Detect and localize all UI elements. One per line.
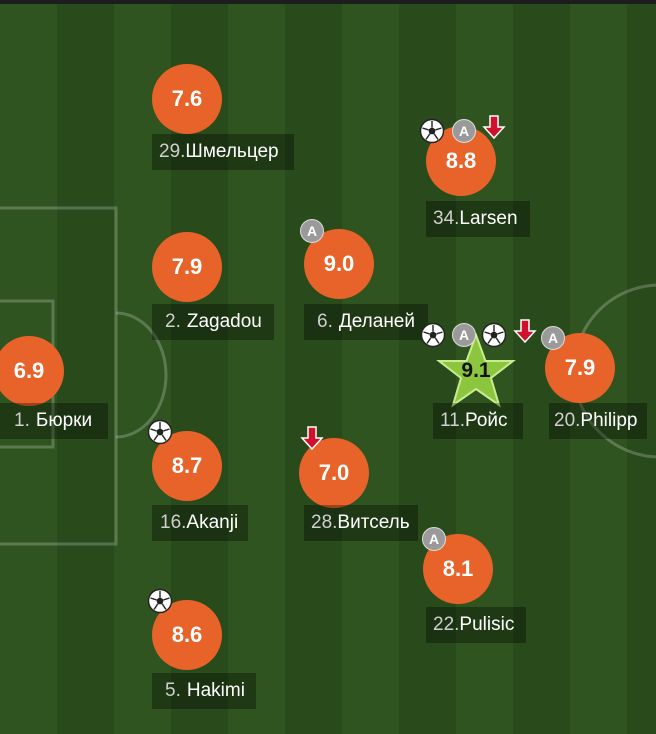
player-number: 2. (165, 311, 181, 332)
soccer-ball-icon (419, 118, 445, 144)
player-label: 11.Ройс (433, 403, 523, 439)
player-label: 1.Бюрки (0, 403, 108, 439)
player-label: 5.Hakimi (152, 673, 256, 709)
player-name: Витсель (337, 512, 410, 533)
svg-text:A: A (307, 223, 317, 239)
player-rating: 7.6 (152, 64, 222, 134)
player-rating: 9.1 (461, 359, 491, 382)
star-icon (436, 333, 516, 408)
top-rating-star: 9.1 (436, 333, 516, 409)
player-name: Pulisic (459, 614, 515, 635)
substitution-off-arrow-icon (300, 426, 324, 451)
player-name: Hakimi (186, 680, 245, 701)
soccer-ball-icon (147, 588, 173, 614)
player-number: 34. (433, 208, 460, 229)
soccer-ball-icon (481, 322, 507, 348)
assist-icon: A (541, 326, 565, 350)
player-number: 16. (160, 512, 187, 533)
player-name: Akanji (186, 512, 239, 533)
player-label: 20.Philipp (549, 403, 647, 439)
assist-icon: A (300, 219, 324, 243)
svg-text:A: A (459, 123, 469, 139)
player-name: Шмельцер (185, 141, 279, 162)
player-number: 11. (440, 410, 466, 431)
player-label: 16.Akanji (152, 505, 248, 541)
player-rating: 6.9 (0, 336, 64, 406)
assist-icon: A (452, 323, 476, 347)
player-name: Деланей (338, 311, 415, 332)
assist-icon: A (452, 119, 476, 143)
svg-text:A: A (459, 327, 469, 343)
assist-icon: A (422, 527, 446, 551)
player-rating: 8.6 (152, 600, 222, 670)
player-label: 28.Витсель (304, 505, 418, 541)
player-number: 29. (159, 141, 186, 162)
substitution-off-arrow-icon (482, 115, 506, 140)
player-label: 34.Larsen (426, 201, 530, 237)
svg-text:A: A (548, 330, 558, 346)
player-number: 1. (14, 410, 30, 431)
player-number: 22. (433, 614, 460, 635)
player-number: 28. (311, 512, 338, 533)
player-name: Ройс (465, 410, 508, 431)
player-number: 20. (554, 410, 581, 431)
player-number: 6. (317, 311, 333, 332)
player-label: 22.Pulisic (426, 607, 526, 643)
substitution-off-arrow-icon (513, 319, 537, 344)
svg-text:A: A (429, 531, 439, 547)
soccer-ball-icon (420, 322, 446, 348)
player-name: Zagadou (186, 311, 262, 332)
player-rating: 7.9 (152, 232, 222, 302)
player-label: 6.Деланей (304, 304, 428, 340)
player-rating: 7.0 (299, 438, 369, 508)
player-number: 5. (165, 680, 181, 701)
player-name: Philipp (580, 410, 638, 431)
player-name: Larsen (459, 208, 518, 229)
player-name: Бюрки (35, 410, 93, 431)
soccer-ball-icon (147, 419, 173, 445)
player-label: 2.Zagadou (152, 304, 274, 340)
player-label: 29.Шмельцер (152, 134, 294, 170)
